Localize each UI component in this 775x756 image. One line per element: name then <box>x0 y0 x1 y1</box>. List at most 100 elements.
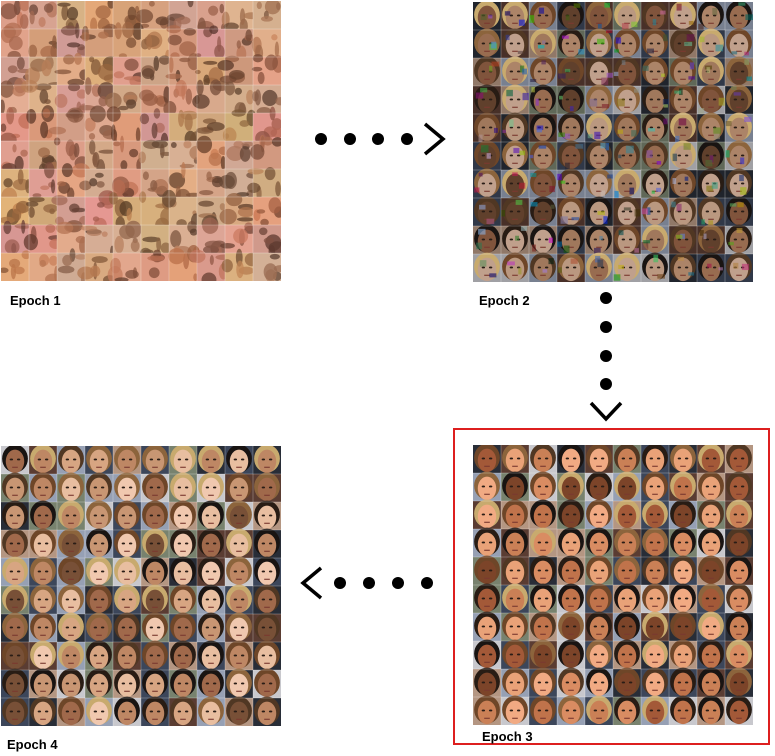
sample-tile <box>613 695 641 725</box>
sample-tile <box>54 52 90 87</box>
sample-tile <box>641 28 669 58</box>
sample-tile <box>85 584 113 614</box>
sample-tile <box>557 252 585 282</box>
sample-tile <box>585 112 613 142</box>
sample-tile <box>113 220 142 254</box>
sample-tile <box>501 639 529 669</box>
sample-tile <box>697 667 725 697</box>
arrow-right-icon <box>315 122 446 156</box>
sample-tile <box>29 472 57 502</box>
sample-tile <box>613 583 641 613</box>
sample-tile <box>669 56 697 86</box>
sample-tile <box>473 84 501 114</box>
sample-tile <box>641 224 669 254</box>
sample-tile <box>613 252 641 282</box>
epoch-3-image-grid <box>473 445 753 725</box>
sample-tile <box>473 639 501 669</box>
sample-tile <box>557 2 585 30</box>
sample-tile <box>253 225 281 258</box>
sample-tile <box>253 696 281 726</box>
sample-tile <box>253 197 281 227</box>
sample-tile <box>585 583 613 613</box>
sample-tile <box>225 556 253 586</box>
sample-tile <box>529 140 557 170</box>
sample-tile <box>557 695 585 725</box>
sample-tile <box>141 556 169 586</box>
epoch-1-sample-grid <box>1 1 281 281</box>
sample-tile <box>557 112 585 142</box>
sample-tile <box>225 446 253 474</box>
sample-tile <box>161 189 201 229</box>
sample-tile <box>222 109 257 144</box>
sample-tile <box>29 668 57 698</box>
sample-tile <box>557 499 585 529</box>
sample-tile <box>585 695 613 725</box>
sample-tile <box>641 196 669 226</box>
sample-tile <box>669 667 697 697</box>
sample-tile <box>669 499 697 529</box>
sample-tile <box>613 2 641 31</box>
sample-tile <box>697 499 725 529</box>
arrow-dot <box>392 577 404 589</box>
sample-tile <box>197 668 225 698</box>
sample-tile <box>557 84 585 114</box>
sample-tile <box>529 224 557 254</box>
sample-tile <box>613 84 641 114</box>
sample-tile <box>225 640 253 670</box>
sample-tile <box>529 56 557 86</box>
sample-tile <box>725 695 753 725</box>
sample-tile <box>669 583 697 613</box>
epoch-1-image-grid <box>1 1 281 281</box>
sample-tile <box>585 196 613 226</box>
sample-tile <box>613 527 641 557</box>
sample-tile <box>529 695 557 725</box>
sample-tile <box>1 640 29 670</box>
sample-tile <box>113 500 141 530</box>
sample-tile <box>473 667 501 697</box>
sample-tile <box>48 107 85 141</box>
sample-tile <box>725 555 753 585</box>
sample-tile <box>669 2 697 30</box>
sample-tile <box>23 224 64 253</box>
sample-tile <box>141 472 169 502</box>
epoch-4-sample-grid <box>1 446 281 726</box>
sample-tile <box>113 640 141 670</box>
sample-tile <box>725 28 753 58</box>
sample-tile <box>585 667 613 697</box>
sample-tile <box>85 528 113 558</box>
sample-tile <box>557 196 585 226</box>
sample-tile <box>529 445 557 473</box>
sample-tile <box>57 696 85 726</box>
sample-tile <box>57 612 85 642</box>
sample-tile <box>557 168 585 198</box>
arrow-dot <box>401 133 413 145</box>
sample-tile <box>253 584 281 614</box>
sample-tile <box>473 224 501 254</box>
epoch-1-caption: Epoch 1 <box>10 293 61 308</box>
sample-tile <box>225 140 255 169</box>
sample-tile <box>697 252 725 282</box>
sample-tile <box>29 253 62 281</box>
sample-tile <box>585 527 613 557</box>
sample-tile <box>1 668 29 698</box>
sample-tile <box>141 500 169 530</box>
sample-tile <box>113 446 141 474</box>
sample-tile <box>529 583 557 613</box>
sample-tile <box>641 56 669 86</box>
sample-tile <box>613 499 641 529</box>
sample-tile <box>669 555 697 585</box>
sample-tile <box>697 583 725 613</box>
sample-tile <box>669 445 697 473</box>
sample-tile <box>557 611 585 641</box>
sample-tile <box>613 639 641 669</box>
sample-tile <box>641 445 669 473</box>
sample-tile <box>253 640 281 670</box>
sample-tile <box>557 28 585 58</box>
sample-tile <box>84 105 119 141</box>
sample-tile <box>529 112 557 142</box>
sample-tile <box>139 85 171 113</box>
sample-tile <box>29 500 57 530</box>
sample-tile <box>501 56 529 86</box>
sample-tile <box>113 528 141 558</box>
sample-tile <box>725 168 753 198</box>
